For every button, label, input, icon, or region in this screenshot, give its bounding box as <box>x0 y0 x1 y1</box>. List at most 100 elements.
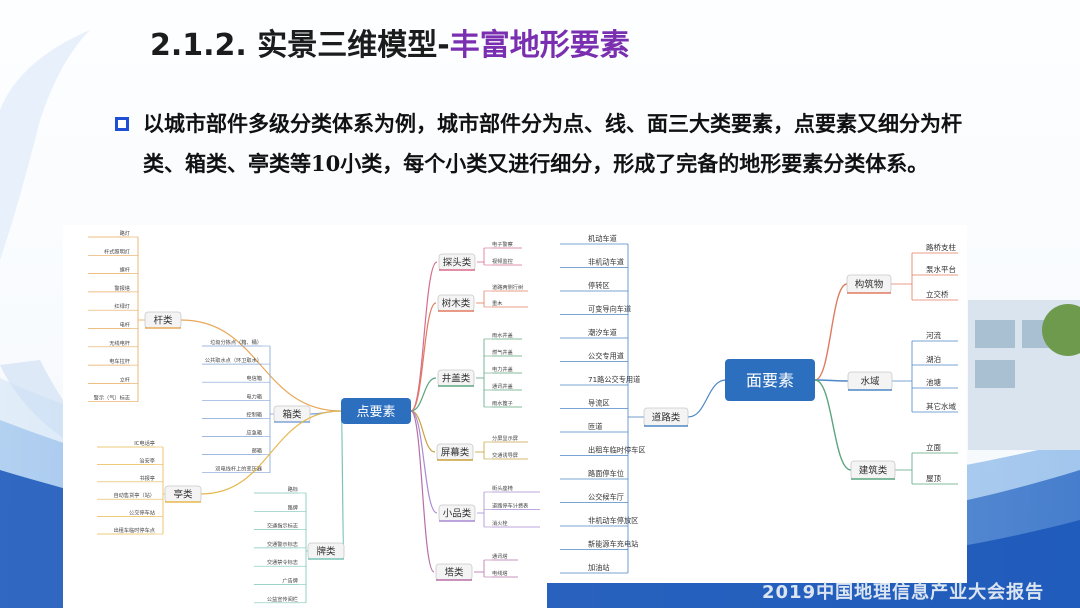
road-item-label: 71路公交专用道 <box>588 375 640 384</box>
leaf-label: 无线电杆 <box>109 339 130 347</box>
area-leaf-label: 泵水平台 <box>926 264 956 274</box>
leaf-label: 交通指示标志 <box>267 522 298 530</box>
leaf-label: 电线塔 <box>492 569 508 577</box>
area-root-node <box>725 359 815 401</box>
leaf-label: 雨水篦子 <box>492 399 513 407</box>
leaf-label: 路标 <box>288 485 298 493</box>
branch-3 <box>410 261 438 412</box>
point-group-node-label: 杆类 <box>153 315 173 327</box>
road-item-label: 潮汐车道 <box>588 328 617 337</box>
branch-2 <box>200 410 342 495</box>
leaf-label: 应急箱 <box>246 429 262 437</box>
leaf-label: 旗杆 <box>120 266 130 274</box>
point-group-node-label: 屏幕类 <box>441 447 470 459</box>
point-group-node-label: 牌类 <box>316 546 336 558</box>
leaf-label: 警示（气）标志 <box>94 394 130 402</box>
road-item-label: 导流区 <box>588 399 610 408</box>
road-item-label: 加油站 <box>588 563 610 572</box>
area-branch-0 <box>814 283 848 381</box>
title-main: 2.1.2. 实景三维模型- <box>150 28 450 63</box>
leaf-label: 公益宣传阅栏 <box>267 595 298 603</box>
branch-5 <box>410 377 437 412</box>
area-group-node-label: 建筑类 <box>859 465 888 477</box>
line-area-mindmap-panel <box>547 225 967 583</box>
road-item-label: 停转区 <box>588 281 610 290</box>
leaf-label: 公共取水点（环卫取水） <box>205 356 262 364</box>
leaf-label: 消火栓 <box>492 519 508 527</box>
leaf-label: 双电线杆上的变压器 <box>215 465 263 473</box>
point-root-node <box>341 398 411 424</box>
title-accent: 丰富地形要素 <box>449 28 630 63</box>
leaf-label: 视频监控 <box>492 257 513 265</box>
point-group-node-label: 探头类 <box>443 257 472 269</box>
area-root-label: 面要素 <box>746 371 794 390</box>
leaf-label: 交通诱导屏 <box>492 451 518 459</box>
road-item-label: 非机动车道 <box>588 258 624 267</box>
road-node-label: 道路类 <box>652 412 681 424</box>
leaf-label: 道路停车计费表 <box>492 502 529 510</box>
leaf-label: 燃气井盖 <box>492 348 513 356</box>
leaf-label: 交通警示标志 <box>267 540 298 548</box>
area-leaf-label: 池塘 <box>926 377 941 387</box>
road-item-label: 机动车道 <box>588 234 617 243</box>
leaf-label: 路牌 <box>288 503 298 511</box>
leaf-label: 通讯塔 <box>492 552 508 560</box>
leaf-label: 街头座椅 <box>492 484 513 492</box>
leaf-label: 控制箱 <box>246 410 262 418</box>
area-leaf-label: 立交桥 <box>926 289 949 299</box>
road-item-label: 非机动车停放区 <box>588 516 638 525</box>
point-group-node-label: 塔类 <box>444 567 464 579</box>
road-item-label: 公交专用道 <box>588 352 624 361</box>
point-feature-mindmap: 路灯杆式照明灯旗杆警报塔红绿灯电杆无线电杆电车拉杆立杆警示（气）标志杆类垃圾分拣… <box>88 229 540 604</box>
road-item-label: 新能源车充电站 <box>588 540 638 549</box>
area-leaf-label: 屋顶 <box>926 474 941 483</box>
leaf-label: 通讯井盖 <box>492 382 513 390</box>
road-item-label: 出租车临时停车区 <box>588 446 646 455</box>
road-item-label: 公交候车厅 <box>588 493 624 502</box>
area-branch-2 <box>814 379 852 471</box>
leaf-label: 电信箱 <box>246 374 262 382</box>
point-root-label: 点要素 <box>356 405 395 420</box>
leaf-label: 交通禁令标志 <box>267 558 298 566</box>
leaf-label: 分屏显示屏 <box>492 434 518 442</box>
road-item-label: 路面停车位 <box>588 469 624 478</box>
leaf-label: 电车拉杆 <box>109 357 130 365</box>
road-item-label: 匝道 <box>588 422 602 431</box>
road-item-label: 可变导向车道 <box>588 305 631 314</box>
area-leaf-label: 河流 <box>926 330 941 340</box>
slide-title: 2.1.2. 实景三维模型-丰富地形要素 <box>150 20 630 64</box>
leaf-label: IC电话亭 <box>134 439 155 447</box>
footer-caption: 2019中国地理信息产业大会报告 <box>762 582 1045 603</box>
branch-9 <box>410 410 435 573</box>
point-group-node-label: 树木类 <box>442 298 471 310</box>
road-to-area-branch <box>687 379 727 418</box>
point-group-node-label: 箱类 <box>282 409 302 421</box>
leaf-label: 立杆 <box>120 375 130 383</box>
area-branch-1 <box>814 379 849 382</box>
leaf-label: 治安亭 <box>139 456 155 464</box>
leaf-label: 杆式照明灯 <box>104 247 130 255</box>
branch-0 <box>180 319 342 412</box>
leaf-label: 广告牌 <box>282 577 298 585</box>
point-group-node-label: 亭类 <box>173 489 193 501</box>
leaf-label: 书报亭 <box>139 474 155 482</box>
branch-4 <box>410 302 437 412</box>
leaf-label: 自动售货亭（站） <box>113 491 155 499</box>
leaf-label: 电力井盖 <box>492 365 513 373</box>
area-leaf-label: 湖泊 <box>926 354 941 364</box>
leaf-label: 公交停车站 <box>129 509 155 517</box>
area-leaf-label: 立面 <box>926 442 941 452</box>
leaf-label: 电子警察 <box>492 240 513 248</box>
area-group-node-label: 构筑物 <box>855 279 884 291</box>
leaf-label: 垃圾分拣点（箱、桶） <box>210 338 262 346</box>
leaf-label: 电杆 <box>120 321 130 329</box>
point-group-node-label: 井盖类 <box>442 373 471 385</box>
leaf-label: 重木 <box>492 299 503 307</box>
point-group-node-label: 小品类 <box>443 508 472 520</box>
area-leaf-label: 其它水域 <box>926 401 956 411</box>
leaf-label: 红绿灯 <box>114 302 130 310</box>
